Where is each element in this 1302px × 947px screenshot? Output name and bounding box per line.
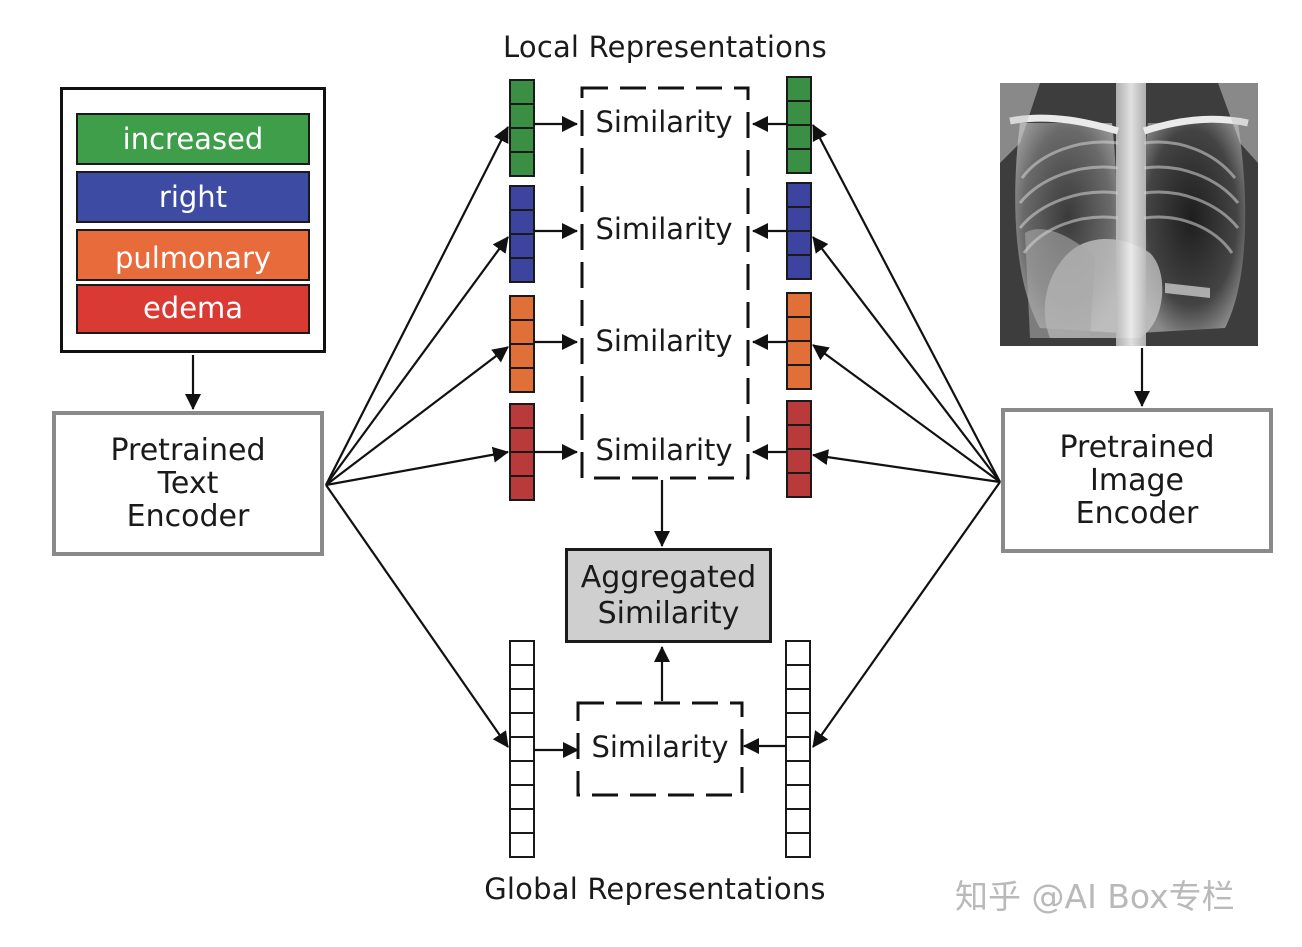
image-encoder-line2: Image (1090, 463, 1184, 498)
text-encoder-line3: Encoder (126, 499, 250, 534)
word-edema: edema (76, 284, 310, 334)
local-representations-title: Local Representations (503, 30, 827, 64)
arrow-image-encoder-2 (812, 236, 1001, 483)
aggregated-line1: Aggregated (580, 559, 757, 595)
watermark: 知乎 @AI Box专栏 (955, 877, 1235, 916)
arrow-image-encoder-3 (812, 344, 1001, 483)
arrow-text-encoder-5 (325, 484, 509, 748)
local-similarity-dashed-box (580, 86, 750, 480)
global-text-vector (509, 640, 535, 858)
global-image-vector (785, 640, 811, 858)
local-similarity-label-1: Similarity (595, 105, 733, 139)
arrow-text-encoder-2 (325, 236, 509, 486)
aggregated-similarity-box: Aggregated Similarity (565, 548, 772, 643)
text-encoder-line2: Text (157, 466, 219, 501)
arrow-image-encoder-5 (812, 481, 1001, 748)
image-encoder-box: Pretrained Image Encoder (1001, 408, 1273, 553)
arrow-image-encoder-4 (812, 449, 1001, 484)
text-encoder-box: Pretrained Text Encoder (52, 411, 324, 556)
arrow-text-encoder-1 (325, 126, 509, 486)
aggregated-line2: Similarity (597, 595, 740, 631)
arrow-text-encoder-4 (325, 446, 509, 487)
local-similarity-label-2: Similarity (595, 212, 733, 246)
global-representations-title: Global Representations (484, 872, 826, 906)
local-similarity-label-3: Similarity (595, 324, 733, 358)
word-pulmonary: pulmonary (76, 229, 310, 281)
local-similarity-label-4: Similarity (595, 433, 733, 467)
word-right: right (76, 171, 310, 223)
arrow-text-encoder-3 (325, 346, 509, 486)
arrow-image-encoder-1 (812, 124, 1001, 483)
chest-xray-image (1000, 83, 1258, 346)
image-encoder-line1: Pretrained (1059, 430, 1215, 465)
global-similarity-label: Similarity (591, 730, 729, 764)
word-increased: increased (76, 113, 310, 165)
image-encoder-line3: Encoder (1075, 496, 1199, 531)
text-encoder-line1: Pretrained (110, 433, 266, 468)
